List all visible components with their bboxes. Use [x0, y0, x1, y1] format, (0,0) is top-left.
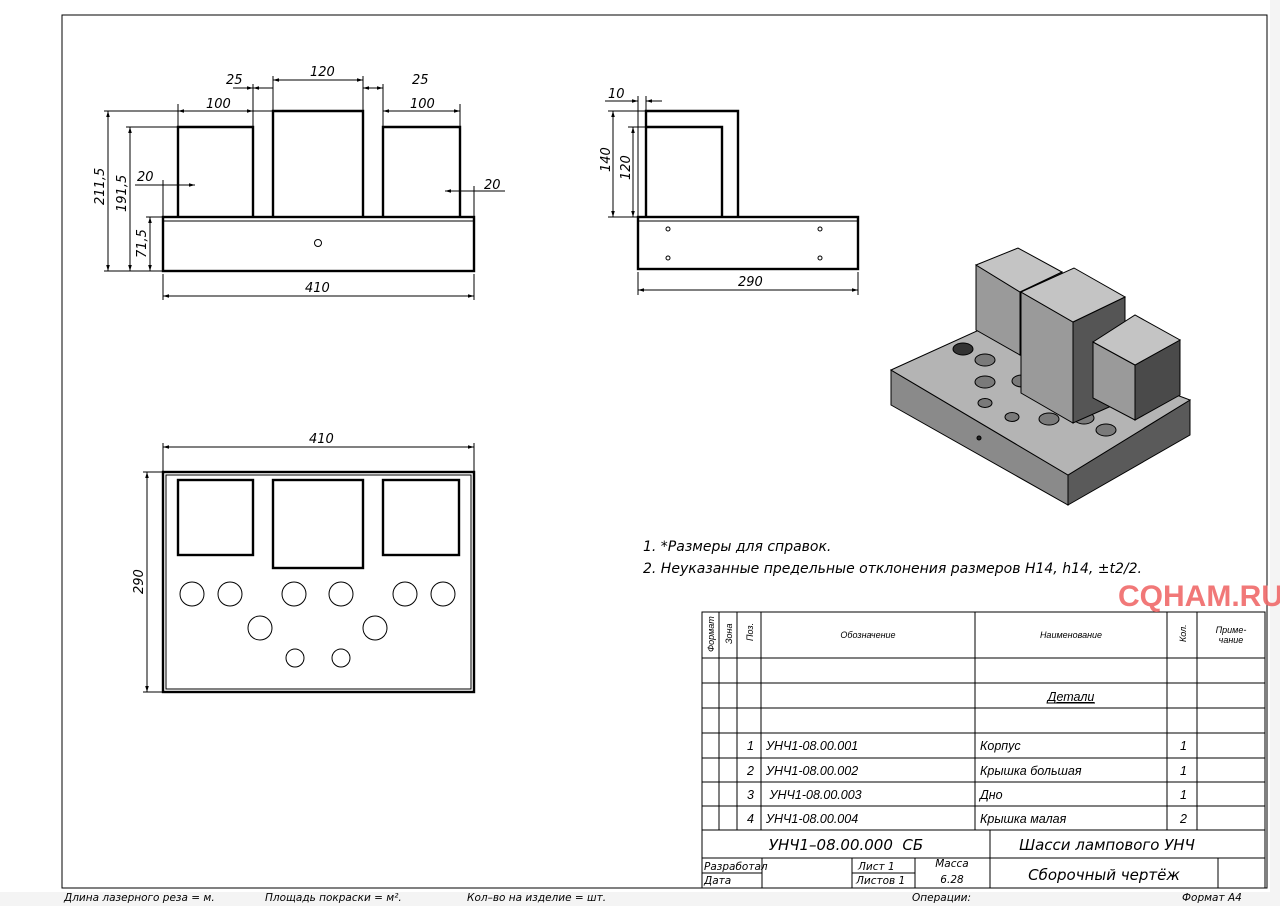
- dim-depth: 290: [738, 275, 763, 290]
- dim-box-height: 191,5: [115, 175, 130, 212]
- date-label: Дата: [703, 875, 731, 887]
- dim-top-depth: 290: [132, 569, 147, 594]
- table-row: 3 УНЧ1-08.00.003 Дно 1: [747, 788, 1187, 802]
- side-view: 10 140 120 290: [599, 87, 860, 295]
- dim-gap-left: 25: [226, 73, 243, 88]
- note-1: 1. *Размеры для справок.: [643, 539, 831, 555]
- laser-cut-length: Длина лазерного реза = м.: [63, 892, 215, 904]
- section-details: Детали: [1046, 690, 1095, 704]
- header-pos: Поз.: [745, 623, 755, 641]
- document-code: УНЧ1–08.00.000 СБ: [769, 836, 923, 854]
- dim-wall: 10: [608, 87, 625, 102]
- dim-left-offset: 20: [137, 170, 154, 185]
- row-designation: УНЧ1-08.00.002: [765, 764, 858, 778]
- document-type: Сборочный чертёж: [1028, 866, 1180, 884]
- header-name: Наименование: [1040, 630, 1102, 640]
- table-row: 4 УНЧ1-08.00.004 Крышка малая 2: [747, 812, 1187, 826]
- developed-label: Разработал: [704, 861, 768, 873]
- watermark: CQHAM.RU: [1118, 580, 1280, 613]
- title-block: УНЧ1–08.00.000 СБ Шасси лампового УНЧ Сб…: [701, 829, 1266, 904]
- top-view: 410 290: [132, 432, 476, 694]
- isometric-view: [889, 247, 1192, 506]
- row-pos: 4: [747, 812, 754, 826]
- mass-label: Масса: [935, 858, 968, 870]
- qty-per-product: Кол–во на изделие = шт.: [467, 892, 606, 904]
- row-qty: 1: [1180, 788, 1187, 802]
- front-view: 25 120 25 100 100 20 20 410 211,5 191,5 …: [93, 65, 505, 300]
- dim-gap-right: 25: [412, 73, 429, 88]
- header-note-2: чание: [1219, 635, 1244, 645]
- header-format: Формат: [706, 616, 716, 652]
- dim-top-width: 410: [309, 432, 334, 447]
- row-pos: 1: [747, 739, 754, 753]
- row-designation: УНЧ1-08.00.004: [765, 812, 858, 826]
- dim-base-height: 71,5: [135, 229, 150, 258]
- format-label: Формат А4: [1182, 892, 1242, 904]
- row-qty: 1: [1180, 764, 1187, 778]
- dim-width: 410: [305, 281, 330, 296]
- row-designation: УНЧ1-08.00.003: [766, 788, 862, 802]
- dim-right-offset: 20: [484, 178, 501, 193]
- row-pos: 2: [746, 764, 754, 778]
- row-name: Дно: [978, 788, 1003, 802]
- row-name: Крышка большая: [980, 764, 1082, 778]
- sheet-number: Лист 1: [857, 861, 895, 873]
- row-qty: 1: [1180, 739, 1187, 753]
- operations-label: Операции:: [912, 892, 971, 904]
- header-qty: Кол.: [1178, 624, 1188, 642]
- row-designation: УНЧ1-08.00.001: [765, 739, 858, 753]
- dim-height-inner: 120: [619, 155, 634, 180]
- sheet-count: Листов 1: [855, 875, 905, 887]
- paint-area: Площадь покраски = м².: [265, 892, 402, 904]
- dim-overall-height: 211,5: [93, 168, 108, 205]
- note-2: 2. Неуказанные предельные отклонения раз…: [643, 561, 1142, 577]
- row-pos: 3: [747, 788, 754, 802]
- header-zone: Зона: [724, 624, 734, 645]
- row-name: Крышка малая: [980, 812, 1067, 826]
- dim-center-box: 120: [310, 65, 335, 80]
- header-note: Приме-: [1216, 625, 1247, 635]
- table-row: 1 УНЧ1-08.00.001 Корпус 1: [747, 739, 1187, 753]
- row-name: Корпус: [980, 739, 1021, 753]
- mass-value: 6.28: [940, 874, 964, 886]
- spec-table: Формат Зона Поз. Обозначение Наименовани…: [701, 611, 1266, 831]
- row-qty: 2: [1179, 812, 1187, 826]
- dim-left-box: 100: [206, 97, 231, 112]
- dim-right-box: 100: [410, 97, 435, 112]
- sheet-frame: [61, 14, 1268, 889]
- header-designation: Обозначение: [840, 630, 895, 640]
- drawing-title: Шасси лампового УНЧ: [1019, 836, 1195, 854]
- table-row: 2 УНЧ1-08.00.002 Крышка большая 1: [746, 764, 1187, 778]
- dim-height-outer: 140: [599, 147, 614, 172]
